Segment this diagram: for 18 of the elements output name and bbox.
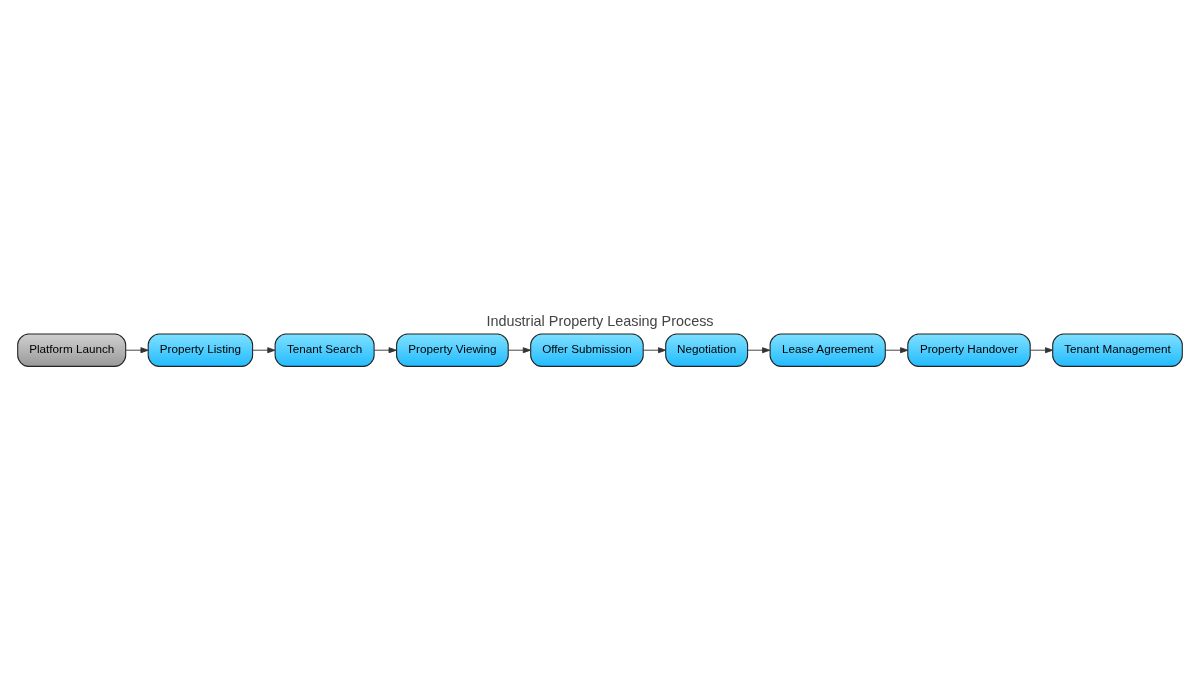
arrow bbox=[884, 346, 909, 353]
arrow bbox=[747, 346, 771, 353]
node-box: Lease Agreement bbox=[769, 332, 886, 367]
arrow bbox=[125, 346, 149, 353]
node-box: Negotiation bbox=[665, 332, 749, 367]
node-box: Offer Submission bbox=[530, 332, 644, 367]
node-box: Tenant Search bbox=[274, 332, 375, 367]
node-box: Tenant Management bbox=[1052, 332, 1183, 367]
diagram-title: Industrial Property Leasing Process bbox=[486, 312, 714, 329]
arrow bbox=[642, 346, 667, 353]
arrow bbox=[373, 346, 397, 353]
arrow bbox=[508, 346, 531, 353]
arrow bbox=[1029, 346, 1054, 353]
node-box: Property Handover bbox=[907, 332, 1031, 367]
arrow bbox=[252, 346, 276, 353]
node-box: Platform Launch bbox=[17, 332, 127, 367]
node-box: Property Listing bbox=[147, 332, 254, 367]
node-box: Property Viewing bbox=[396, 332, 509, 367]
